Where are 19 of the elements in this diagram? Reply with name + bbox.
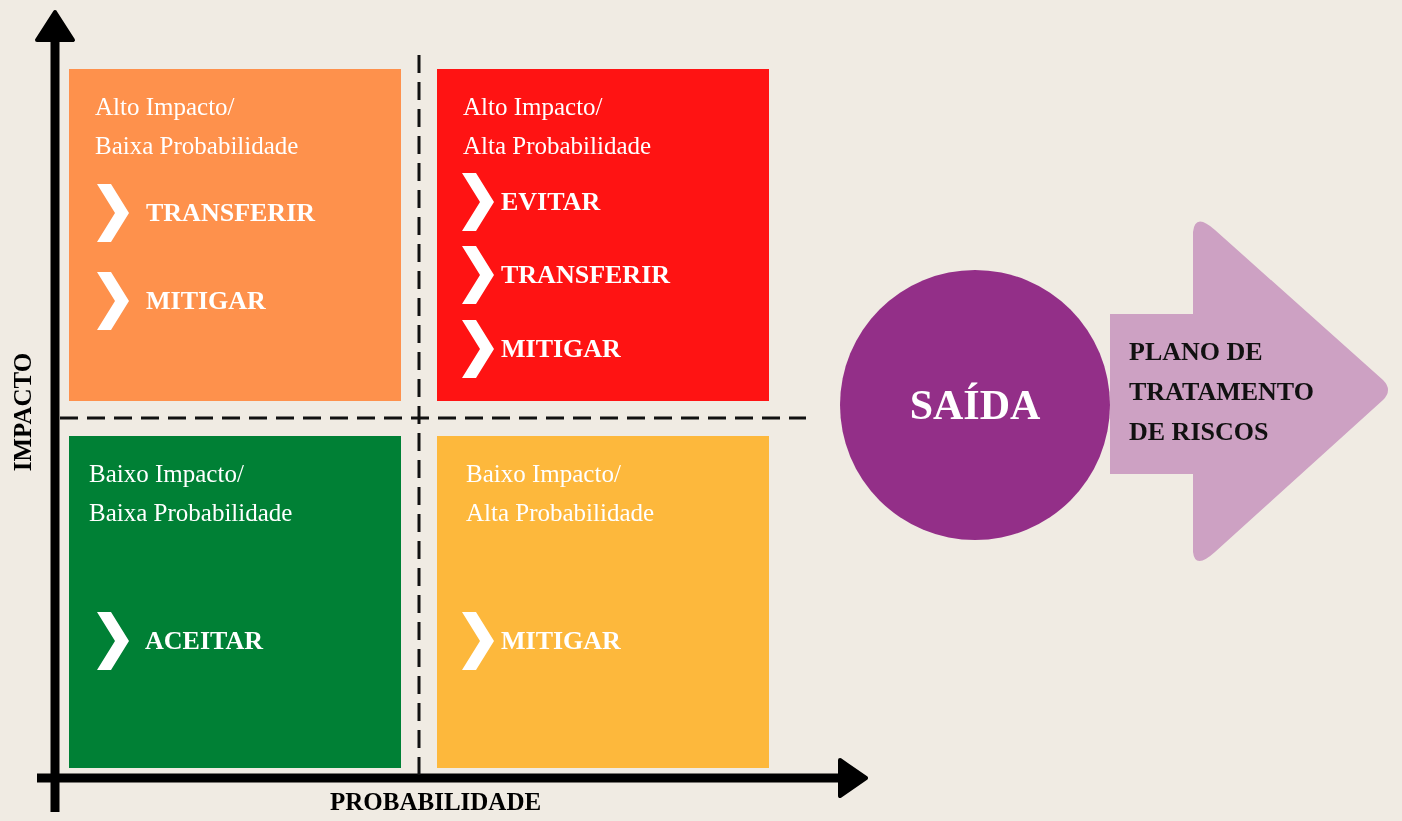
action-label: MITIGAR: [501, 334, 621, 364]
action-label: TRANSFERIR: [501, 260, 671, 290]
action-label: TRANSFERIR: [146, 198, 316, 228]
quadrant-box: [69, 69, 401, 401]
quadrant-box: [69, 436, 401, 768]
axis-label: IMPACTO: [8, 351, 37, 474]
quadrant-box: [437, 69, 769, 401]
quadrant-box: [437, 436, 769, 768]
quadrant-heading: Baixo Impacto/ Baixa Probabilidade: [89, 459, 293, 528]
action-label: ACEITAR: [145, 626, 263, 656]
action-label: MITIGAR: [146, 286, 266, 316]
quadrant-heading: Alto Impacto/ Alta Probabilidade: [463, 92, 652, 161]
action-label: EVITAR: [501, 187, 601, 217]
quadrant-heading: Baixo Impacto/ Alta Probabilidade: [466, 459, 655, 528]
axis-label: PROBABILIDADE: [330, 788, 542, 816]
circle-label: SAÍDA: [909, 381, 1041, 429]
action-label: MITIGAR: [501, 626, 621, 656]
quadrant-heading: Alto Impacto/ Baixa Probabilidade: [95, 92, 299, 161]
arrow-label: PLANO DE TRATAMENTO DE RISCOS: [1129, 336, 1315, 448]
